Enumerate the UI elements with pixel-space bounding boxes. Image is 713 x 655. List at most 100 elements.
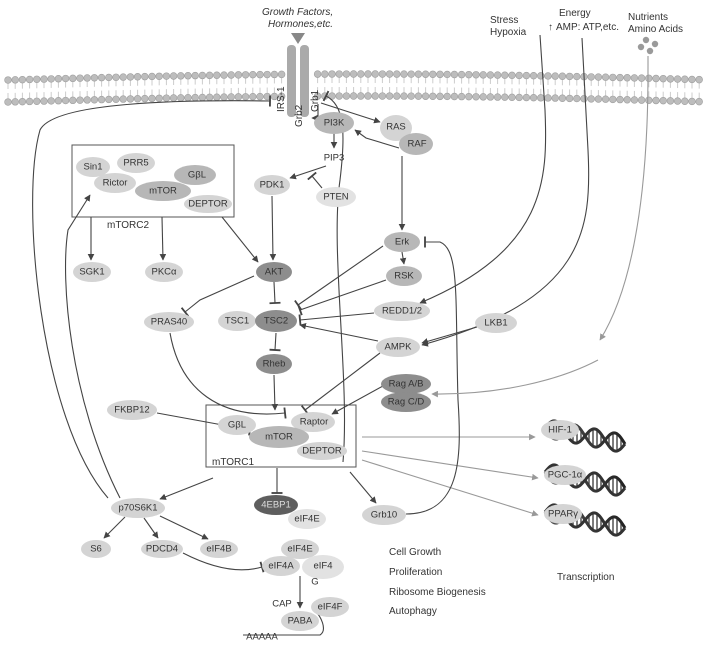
akt-label: AKT (265, 267, 284, 278)
lipid-head (69, 96, 77, 105)
polya-label: AAAAA (246, 632, 278, 643)
eif4f-label: eIF4F (318, 602, 343, 613)
lipid-head (414, 70, 423, 78)
lipid-head (616, 95, 624, 104)
lipid-head (400, 92, 408, 100)
lipid-head (666, 75, 675, 83)
grb2-label: Grb2 (294, 104, 305, 127)
prr5-node (117, 153, 155, 173)
lipid-head (457, 70, 466, 79)
lipid-head (335, 92, 343, 100)
fkbp12-label: FKBP12 (114, 405, 149, 416)
energy-label: Energy (559, 8, 591, 19)
akt-inhibits-tsc2 (269, 281, 281, 305)
raptor-label: Raptor (300, 417, 329, 428)
lipid-head (666, 97, 675, 105)
pgc1a-label: PGC-1α (548, 470, 583, 481)
lipid-head (443, 70, 451, 79)
lipid-head (378, 92, 387, 100)
lipid-head (47, 97, 55, 105)
lipid-head (385, 92, 394, 100)
stress-to-redd-arrow (419, 34, 547, 304)
rheb-to-mtorc1-arrow (271, 374, 279, 411)
cell-growth-label: Cell Growth (389, 547, 441, 558)
lipid-head (695, 97, 703, 106)
akt-node (256, 262, 292, 282)
lipid-head (465, 92, 473, 101)
pras40-inhibits-raptor (169, 332, 287, 419)
pgc1a-node (544, 465, 586, 485)
rheb-label: Rheb (263, 359, 286, 370)
lipid-head (133, 95, 142, 103)
grb10-label: Grb10 (371, 510, 397, 521)
rsk-label: RSK (394, 271, 414, 282)
receptor-left-helix (287, 45, 296, 117)
lipid-head (313, 92, 322, 100)
mtorc2-mtor-label: mTOR (149, 186, 177, 197)
lipid-head (83, 74, 91, 82)
lipid-head (479, 93, 487, 101)
lipid-head (645, 96, 653, 105)
lipid-head (601, 73, 610, 81)
hif1-node (541, 420, 579, 440)
sgk1-node (73, 262, 111, 282)
mtorc1-to-grb10-arrow (349, 471, 377, 504)
4ebp1-label: 4EBP1 (261, 500, 291, 511)
receptor (287, 33, 309, 117)
mtorc2-gbl-label: GβL (188, 170, 206, 181)
lipid-head (501, 93, 509, 101)
lipid-head (177, 94, 185, 102)
lkb1-label: LKB1 (484, 318, 507, 329)
lipid-head (162, 72, 171, 80)
lipid-head (443, 92, 451, 101)
lipid-head (551, 72, 559, 80)
lipid-head (33, 97, 41, 105)
erk-label: Erk (395, 237, 410, 248)
lipid-head (673, 97, 682, 105)
eif4b-label: eIF4B (206, 544, 231, 555)
pdcd4-node (141, 540, 183, 558)
lipid-head (18, 75, 27, 84)
s6-label: S6 (90, 544, 102, 555)
sin1-label: Sin1 (83, 162, 102, 173)
lipid-head (76, 74, 84, 82)
lipid-head (630, 74, 639, 82)
lipid-head (270, 92, 279, 101)
lipid-head (465, 70, 473, 79)
ras-node (380, 115, 412, 141)
lipid-head (472, 71, 480, 79)
lipid-head (112, 73, 120, 81)
growth-factors-label: Growth Factors, (262, 7, 333, 18)
lipid-head (162, 94, 171, 102)
lipid-head (501, 71, 509, 79)
lipid-head (328, 70, 336, 78)
pip3-to-pdk1-arrow (289, 165, 327, 180)
tsc2-label: TSC2 (264, 316, 288, 327)
lipid-head (479, 71, 487, 79)
eif4a-label: eIF4A (268, 561, 294, 572)
lipid-head (277, 92, 286, 101)
eif4a-node (262, 556, 300, 576)
lipid-head (105, 73, 113, 82)
lipid-head (544, 94, 552, 102)
energy-ratio-label: AMP: ATP,etc. (556, 22, 619, 33)
lipid-head (508, 71, 516, 80)
lipid-head (54, 75, 63, 83)
lipid-head (54, 97, 63, 105)
ras-label: RAS (386, 122, 406, 133)
lipid-head (630, 96, 639, 104)
lipid-head (69, 74, 77, 83)
lipid-head (637, 96, 646, 104)
lipid-head (18, 97, 27, 106)
lipid-head (609, 95, 617, 104)
hormones-label: Hormones,etc. (268, 19, 333, 30)
lipid-head (213, 71, 221, 79)
lipid-head (169, 94, 178, 102)
lipid-head (450, 92, 459, 101)
lipid-head (587, 95, 595, 103)
lipid-head (652, 74, 660, 83)
hif1-label: HIF-1 (548, 425, 572, 436)
mtorc1-to-ppary-arrow (361, 459, 539, 517)
lipid-head (155, 72, 163, 80)
pdk1-to-akt-arrow (269, 195, 277, 261)
